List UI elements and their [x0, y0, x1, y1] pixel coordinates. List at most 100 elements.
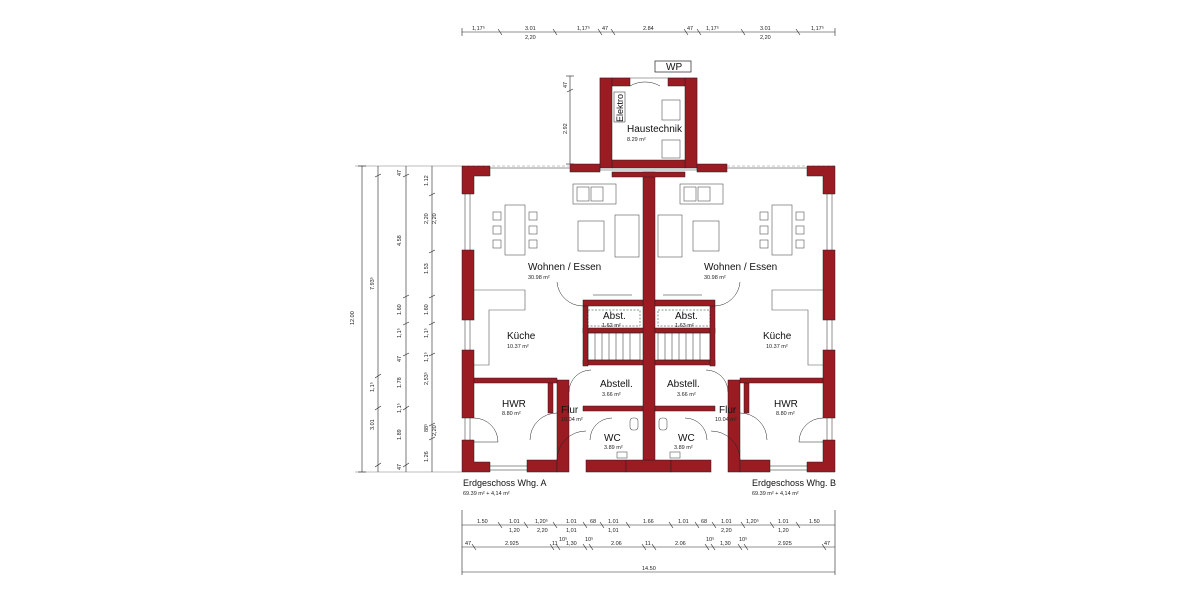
- room-abst-a-area: 1.62 m²: [602, 323, 621, 329]
- wall-flur-a-west: [556, 379, 570, 473]
- wall-core-a-west: [582, 305, 589, 367]
- dim-bot-3: 1,20⁵: [535, 518, 548, 525]
- wall-south-mid: [625, 459, 672, 473]
- dim-bot-sub-4: 1,01: [608, 528, 619, 534]
- wall-south-b1: [739, 459, 771, 473]
- wall-east-1: [822, 249, 836, 321]
- party-wall: [642, 171, 656, 461]
- dim-top-6: 47: [687, 26, 693, 32]
- dim-bot-total: 14.50: [642, 566, 656, 572]
- annex-wall-bottom: [611, 159, 686, 169]
- annex-wall-left: [599, 77, 613, 169]
- stairs: [587, 294, 711, 361]
- room-wohnen-b-label: Wohnen / Essen: [704, 262, 777, 273]
- room-wc-b-area: 3.89 m²: [674, 445, 693, 451]
- dim-bot-7: 1.66: [643, 519, 654, 525]
- walls: [461, 163, 836, 473]
- room-hwr-b-label: HWR: [774, 399, 798, 410]
- dim-left-c1-2: 1,1⁵: [369, 382, 376, 392]
- room-labels: Wohnen / Essen 30.98 m² Wohnen / Essen 3…: [502, 262, 798, 451]
- dim-left-c2-8: 1,1⁵: [396, 403, 403, 413]
- wall-abstell-b-top: [654, 359, 716, 366]
- room-kueche-b-label: Küche: [763, 331, 792, 342]
- room-wc-a-area: 3.89 m²: [604, 445, 623, 451]
- room-hwr-a-label: HWR: [502, 399, 526, 410]
- wall-core-a-top: [582, 299, 644, 307]
- wall-south-a2: [585, 459, 627, 473]
- dim-left-c1-1: 7.93⁵: [369, 277, 376, 290]
- dim-left-c3-8: 2,53⁵: [423, 372, 430, 385]
- caption-b-area: 69.39 m² + 4,14 m²: [752, 491, 799, 497]
- dim-top-3: 1,17⁵: [577, 25, 590, 32]
- room-hwr-a-area: 8.80 m²: [502, 411, 521, 417]
- wall-north-b: [696, 163, 728, 173]
- wall-corner-se: [806, 439, 836, 473]
- wall-south-a1: [526, 459, 558, 473]
- dim-left-c2-9: 1.89: [397, 429, 403, 440]
- dim-left-c2-2: 4.58: [397, 235, 403, 246]
- room-wohnen-a-label: Wohnen / Essen: [528, 262, 601, 273]
- wp-box: [654, 60, 692, 73]
- dim-bot2-2: 2.925: [505, 541, 519, 547]
- wall-core-b-top: [654, 299, 716, 307]
- wall-north-a: [569, 163, 601, 173]
- room-abstell-a-area: 3.66 m²: [602, 392, 621, 398]
- dim-bot-12: 1.01: [778, 519, 789, 525]
- dim-left-c3-1: 1.12: [424, 175, 430, 186]
- dim-bot2-1: 47: [465, 541, 471, 547]
- wall-corner-sw: [461, 439, 491, 473]
- wall-hwr-b-top: [739, 377, 824, 384]
- elektro-label: Elektro: [615, 94, 625, 122]
- wall-west-2: [461, 349, 475, 419]
- haustechnik-label: Haustechnik: [627, 124, 683, 135]
- room-abstell-b-label: Abstell.: [667, 379, 700, 390]
- dim-left-c3-7: 1,1⁵: [423, 352, 430, 362]
- dim-bot2-14: 47: [824, 541, 830, 547]
- party-wall-top: [611, 171, 686, 178]
- dim-left-c3-11: 1.26: [424, 451, 430, 462]
- wall-abstell-a-top: [582, 359, 644, 366]
- dim-bot-6: 1.01: [608, 519, 619, 525]
- dim-bot-1: 1.50: [477, 519, 488, 525]
- dim-bot2-3: 11: [552, 541, 558, 547]
- room-hwr-b-area: 8.80 m²: [776, 411, 795, 417]
- dim-bot2-8: 11: [645, 541, 651, 547]
- hvac-unit-1: [661, 99, 681, 121]
- room-flur-b-area: 10.04 m²: [715, 417, 737, 423]
- wall-wc-b-top: [654, 405, 716, 412]
- annex: Elektro Haustechnik 8.29 m² WP: [462, 60, 835, 171]
- room-abst-b-area: 1.63 m²: [675, 323, 694, 329]
- wall-core-b-east: [709, 305, 716, 367]
- dim-top-7: 1,17⁵: [706, 25, 719, 32]
- elektro-cabinet: [613, 91, 626, 123]
- annex-door-swing: [629, 81, 661, 87]
- room-abst-a-label: Abst.: [603, 311, 626, 322]
- dim-bot-2: 1.01: [509, 519, 520, 525]
- left-dimension-chains: [355, 75, 574, 473]
- dim-left-total: 12.00: [350, 311, 356, 325]
- dim-bot-10: 1.01: [721, 519, 732, 525]
- room-abst-b-label: Abst.: [675, 311, 698, 322]
- wall-corner-nw: [461, 165, 491, 195]
- dim-bot-4: 1.01: [566, 519, 577, 525]
- dim-annex-1: 47: [563, 82, 569, 88]
- room-flur-b-label: Flur: [719, 405, 737, 416]
- hvac-unit-2: [661, 139, 681, 159]
- dim-bot-sub-2: 2,20: [537, 528, 548, 534]
- room-kueche-b-area: 10.37 m²: [766, 344, 788, 350]
- dim-bot2-7: 2.06: [611, 541, 622, 547]
- wall-west-1: [461, 249, 475, 321]
- door-swings: [473, 281, 824, 461]
- captions: Erdgeschoss Whg. A 69.39 m² + 4,14 m² Er…: [463, 478, 836, 497]
- furniture: [474, 183, 823, 459]
- wp-label: WP: [666, 62, 682, 73]
- dim-bot2-9: 2.06: [675, 541, 686, 547]
- dim-top-8: 3.01: [760, 26, 771, 32]
- room-kueche-a-area: 10.37 m²: [507, 344, 529, 350]
- dim-left-c1-3: 3.01: [370, 419, 376, 430]
- haustechnik-area: 8.29 m²: [627, 137, 646, 143]
- dim-bot-sub-6: 1,20: [778, 528, 789, 534]
- dim-left-c3-5: 1.60: [424, 304, 430, 315]
- dim-bot-9: 68: [701, 519, 707, 525]
